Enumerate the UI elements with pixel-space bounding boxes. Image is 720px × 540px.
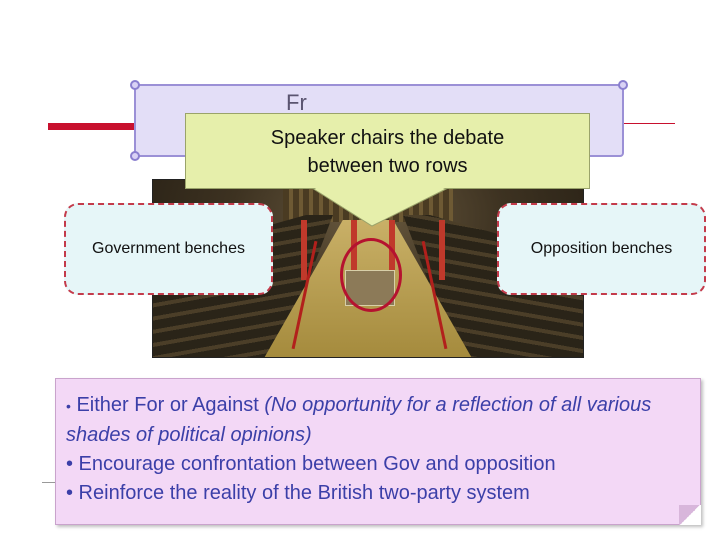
note-bullet-1-detail: (No opportunity for a reflection of all … [66,394,652,446]
opposition-benches-text: Opposition benches [530,240,673,257]
page-fold-corner [679,505,701,525]
scroll-knob-icon [130,80,140,90]
scroll-title-text: Fr [286,90,307,115]
government-benches-text: Government benches [92,240,245,257]
speaker-callout: Speaker chairs the debate between two ro… [185,113,590,189]
bullet-marker: • [66,398,71,414]
scroll-knob-icon [618,80,628,90]
callout-line-1: Speaker chairs the debate [270,127,505,149]
note-bullet-1: • Either For or Against (No opportunity … [66,391,690,450]
summary-note: • Either For or Against (No opportunity … [55,378,701,525]
chamber-pillar [439,220,445,280]
note-bullet-1-lead: Either For or Against [76,394,259,416]
callout-line-2: between two rows [307,155,468,177]
chamber-pillar [301,220,307,280]
speaker-highlight-circle [340,238,402,312]
opposition-benches-label: Opposition benches [497,203,706,295]
note-bullet-3: • Reinforce the reality of the British t… [66,482,530,504]
red-rule-accent [48,123,198,130]
scroll-knob-icon [130,151,140,161]
note-bullet-2: • Encourage confrontation between Gov an… [66,453,556,475]
left-tick-mark [42,482,56,483]
government-benches-label: Government benches [64,203,273,295]
